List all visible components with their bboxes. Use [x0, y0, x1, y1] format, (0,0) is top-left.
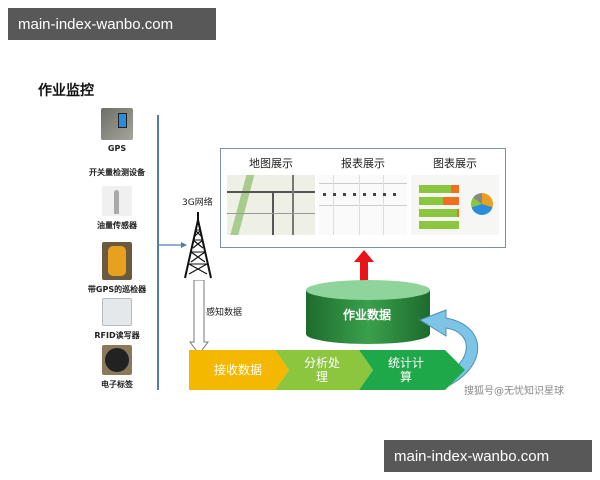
device-gps-inspector: 带GPS的巡检器 [72, 242, 162, 295]
database-cylinder-icon [306, 280, 430, 344]
device-gps: GPS [72, 108, 162, 153]
stage-analyze: 分析处 理 [303, 356, 340, 384]
device-switch-detector: 开关量检测设备 [89, 168, 145, 177]
pipeline-chevrons [189, 350, 465, 390]
cell-tower-icon [184, 212, 212, 279]
display-panel: 地图展示 报表展示 图表展示 [220, 148, 506, 248]
loop-back-arrow-icon [418, 309, 479, 387]
device-electronic-tag: 电子标签 [72, 345, 162, 390]
watermark-bottom: main-index-wanbo.com [384, 440, 592, 472]
device-oil-sensor: 油量传感器 [72, 186, 162, 231]
chart-thumbnail [411, 175, 499, 235]
oil-sensor-icon [102, 186, 132, 216]
panel-item-chart: 图表展示 [411, 155, 499, 235]
report-table-thumbnail [319, 175, 407, 235]
sense-data-label: 感知数据 [206, 308, 243, 318]
map-thumbnail [227, 175, 315, 235]
arrow-to-tower-icon [157, 242, 187, 248]
source-credit: 搜狐号@无忧知识星球 [464, 386, 564, 397]
stage-receive-data: 接收数据 [213, 363, 262, 377]
panel-item-report: 报表展示 [319, 155, 407, 235]
network-label: 3G网络 [182, 198, 213, 208]
stage-statistics: 统计计 算 [387, 356, 424, 384]
sense-data-down-arrow-icon [189, 280, 209, 355]
up-arrow-icon [354, 250, 374, 282]
device-bus-line [157, 115, 159, 390]
watermark-top: main-index-wanbo.com [8, 8, 216, 40]
diagram-title: 作业监控 [38, 83, 94, 99]
panel-item-map: 地图展示 [227, 155, 315, 235]
electronic-tag-icon [102, 345, 132, 375]
database-label: 作业数据 [342, 308, 391, 322]
device-rfid-reader: RFID读写器 [72, 298, 162, 341]
rfid-reader-icon [102, 298, 132, 326]
gps-inspector-icon [102, 242, 132, 280]
gps-device-icon [101, 108, 133, 140]
